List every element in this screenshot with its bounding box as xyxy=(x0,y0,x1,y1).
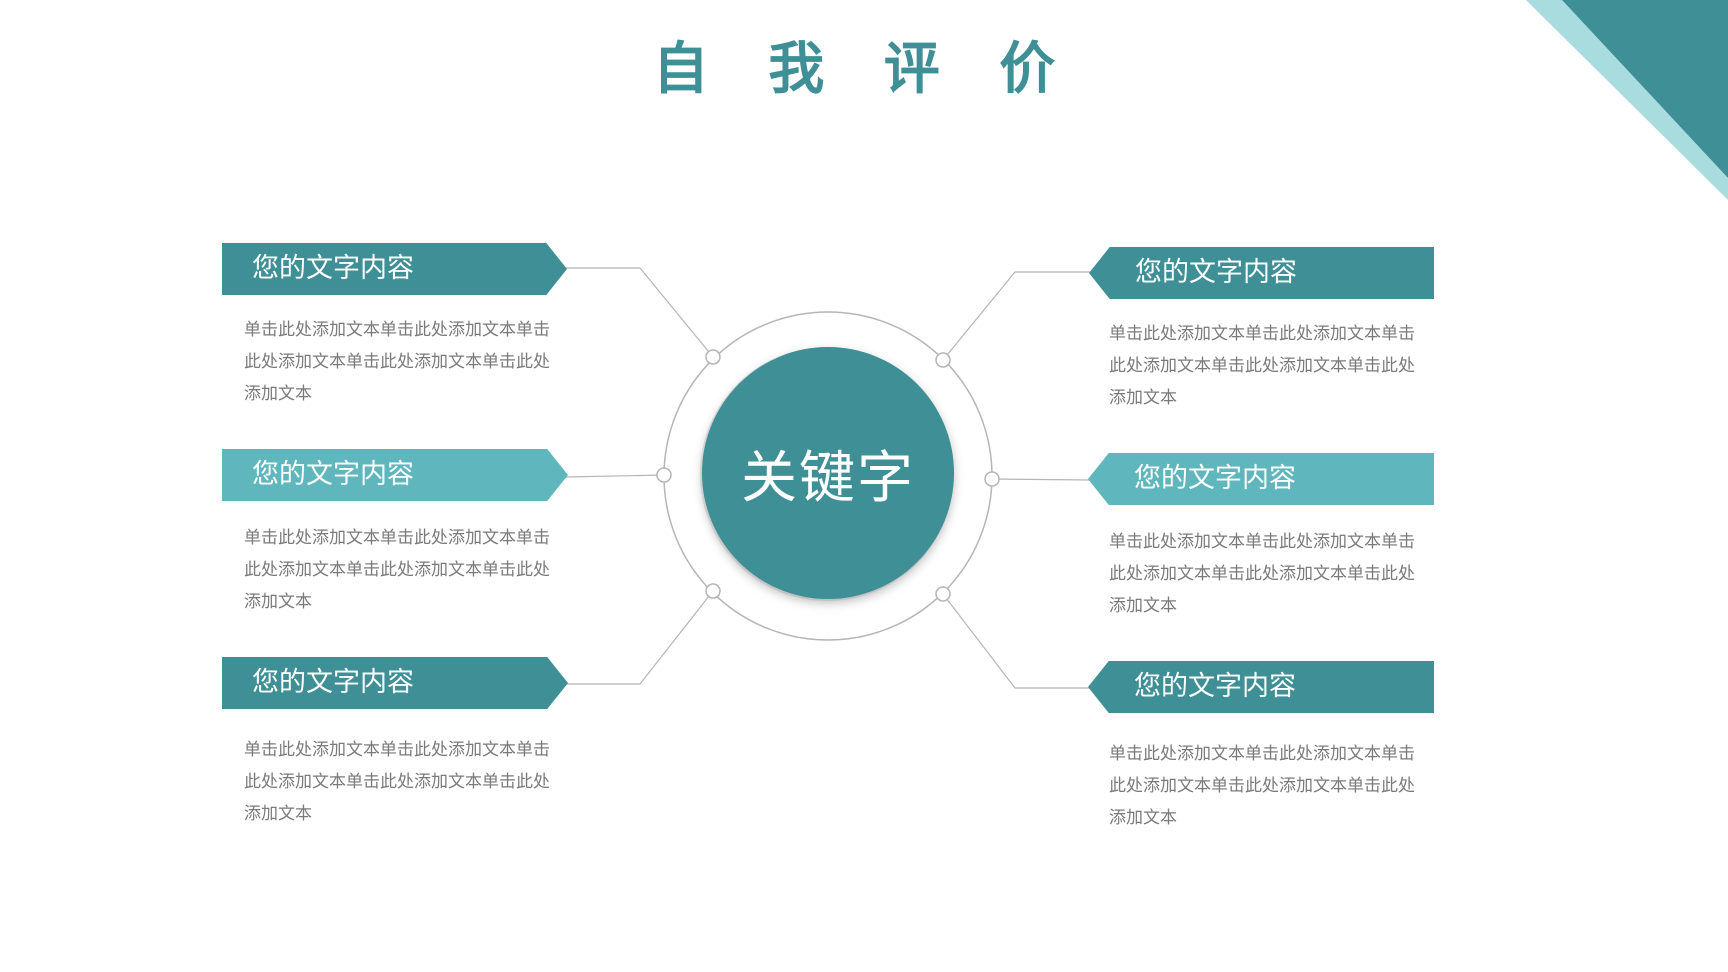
banner-mid-right: 您的文字内容 xyxy=(1088,453,1434,505)
connector-bottom-left xyxy=(566,590,714,685)
node-dot-mid-left xyxy=(656,467,672,483)
connector-mid-left xyxy=(565,474,665,478)
slide-title: 自 我 评 价 xyxy=(652,37,1076,102)
body-text-mid-left: 单击此处添加文本单击此处添加文本单击此处添加文本单击此处添加文本单击此处添加文本 xyxy=(244,528,550,612)
node-dot-bottom-left xyxy=(705,583,721,599)
banner-top-right: 您的文字内容 xyxy=(1089,247,1434,299)
corner-triangle-dark xyxy=(1562,0,1728,178)
connector-top-right xyxy=(942,271,1090,361)
node-dot-bottom-right xyxy=(935,586,951,602)
node-dot-top-left xyxy=(705,349,721,365)
banner-bottom-right: 您的文字内容 xyxy=(1088,661,1434,713)
body-text-bottom-right: 单击此处添加文本单击此处添加文本单击此处添加文本单击此处添加文本单击此处添加文本 xyxy=(1109,744,1415,828)
connector-mid-right xyxy=(991,478,1091,481)
body-text-bottom-left: 单击此处添加文本单击此处添加文本单击此处添加文本单击此处添加文本单击此处添加文本 xyxy=(244,740,550,824)
connector-top-left xyxy=(566,267,714,358)
body-text-top-left: 单击此处添加文本单击此处添加文本单击此处添加文本单击此处添加文本单击此处添加文本 xyxy=(244,320,550,404)
banner-heading: 您的文字内容 xyxy=(1134,463,1296,494)
banner-heading: 您的文字内容 xyxy=(252,667,414,698)
banner-bottom-left: 您的文字内容 xyxy=(222,657,568,709)
body-text-mid-right: 单击此处添加文本单击此处添加文本单击此处添加文本单击此处添加文本单击此处添加文本 xyxy=(1109,532,1415,616)
banner-heading: 您的文字内容 xyxy=(1134,671,1296,702)
banner-heading: 您的文字内容 xyxy=(252,459,414,490)
connector-bottom-right xyxy=(942,593,1090,689)
banner-mid-left: 您的文字内容 xyxy=(222,449,568,501)
node-dot-mid-right xyxy=(984,471,1000,487)
banner-top-left: 您的文字内容 xyxy=(222,243,567,295)
banner-heading: 您的文字内容 xyxy=(1135,257,1297,288)
body-text-top-right: 单击此处添加文本单击此处添加文本单击此处添加文本单击此处添加文本单击此处添加文本 xyxy=(1109,324,1415,408)
node-dot-top-right xyxy=(935,352,951,368)
corner-triangle-light xyxy=(1526,0,1728,200)
center-keyword: 关键字 xyxy=(741,445,915,511)
center-keyword-circle: 关键字 xyxy=(702,347,954,599)
banner-heading: 您的文字内容 xyxy=(252,253,414,284)
